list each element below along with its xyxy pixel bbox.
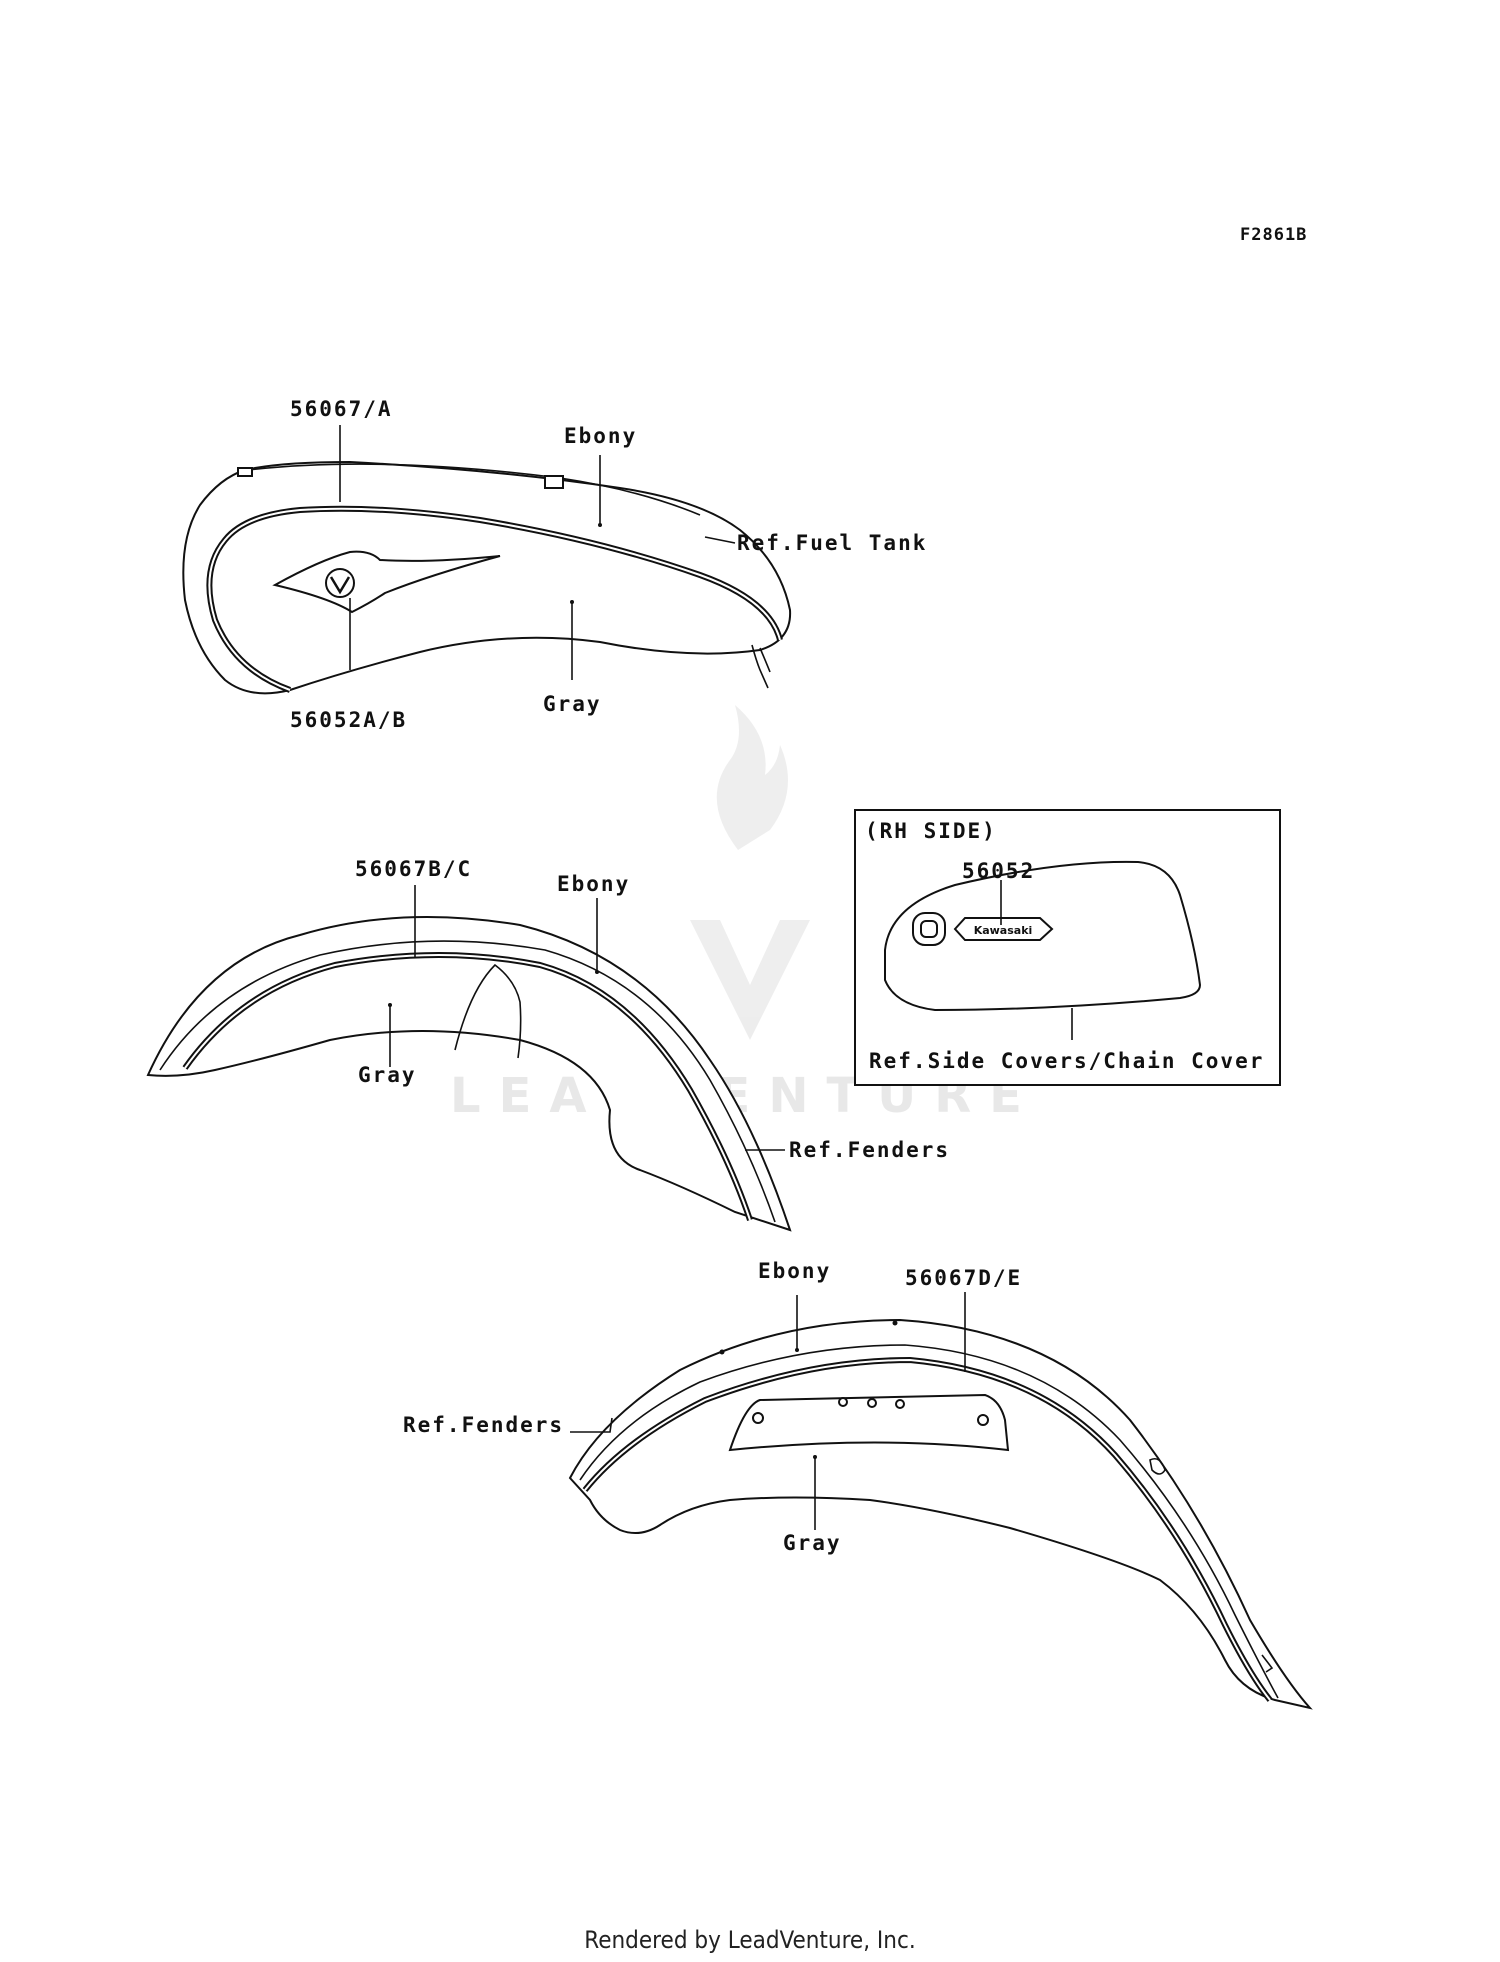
- label-ref-fuel-tank: Ref.Fuel Tank: [737, 531, 927, 555]
- kawasaki-emblem-text: Kawasaki: [974, 924, 1033, 937]
- label-front-fender-gray: Gray: [358, 1063, 417, 1087]
- label-ref-fenders-front: Ref.Fenders: [789, 1138, 950, 1162]
- tank-mount-tab: [544, 475, 564, 489]
- label-56067-a: 56067/A: [290, 397, 393, 421]
- rear-fender-plate: [728, 1393, 1010, 1452]
- figure-code: F2861B: [1240, 225, 1307, 245]
- label-ref-fenders-rear: Ref.Fenders: [403, 1413, 564, 1437]
- front-fender-outline: [146, 916, 792, 1232]
- fuel-tank-drawing: [182, 460, 792, 695]
- label-front-fender-ebony: Ebony: [557, 872, 630, 896]
- label-rear-fender-ebony: Ebony: [758, 1259, 831, 1283]
- tank-emblem: [272, 550, 501, 614]
- label-56052a-b: 56052A/B: [290, 708, 407, 732]
- front-fender-drawing: [146, 916, 792, 1232]
- side-cover-emblem: [953, 917, 1054, 941]
- rh-side-inset: Kawasaki: [854, 809, 1281, 1086]
- label-rear-fender-gray: Gray: [783, 1531, 842, 1555]
- rear-fender-leaders: [570, 1292, 966, 1530]
- rear-fender-drawing: [568, 1318, 1313, 1710]
- label-56052: 56052: [962, 859, 1035, 883]
- front-fender-edge-line: [159, 940, 776, 1223]
- flame-logo-icon: [716, 705, 788, 850]
- front-fender-bracket: [454, 963, 522, 1059]
- footer-credit: Rendered by LeadVenture, Inc.: [584, 1926, 915, 1954]
- label-rh-side: (RH SIDE): [865, 819, 997, 843]
- fuel-tank-leaders: [339, 425, 736, 680]
- label-56067d-e: 56067D/E: [905, 1266, 1022, 1290]
- v-logo-icon: [690, 920, 810, 1040]
- tank-emblem-badge-icon: [325, 568, 355, 598]
- label-ref-side-covers: Ref.Side Covers/Chain Cover: [869, 1049, 1264, 1073]
- tank-cap-tab: [237, 467, 253, 477]
- mount-hole-icon: [752, 1412, 764, 1424]
- label-56067b-c: 56067B/C: [355, 857, 472, 881]
- label-tank-gray: Gray: [543, 692, 602, 716]
- tank-ridge-line: [247, 463, 701, 516]
- rear-fender-edge-line: [579, 1344, 1279, 1699]
- front-fender-leaders: [388, 885, 785, 1151]
- tank-drain-tube: [751, 644, 769, 689]
- label-tank-ebony: Ebony: [564, 424, 637, 448]
- rear-fender-outline: [568, 1318, 1313, 1710]
